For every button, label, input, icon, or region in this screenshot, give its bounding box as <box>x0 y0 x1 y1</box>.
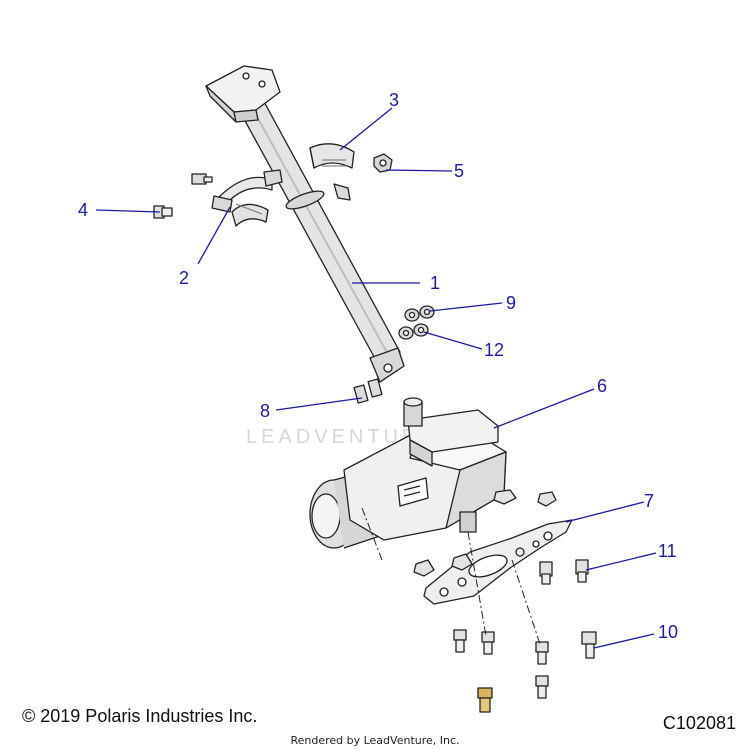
callout-5[interactable]: 5 <box>454 161 465 181</box>
bolt <box>353 378 383 404</box>
washer <box>404 305 435 322</box>
callout-11[interactable]: 11 <box>658 541 677 561</box>
bolt <box>191 173 213 185</box>
leader-lines <box>95 107 657 649</box>
nut <box>373 153 393 173</box>
mounting-bracket-plate <box>423 519 573 605</box>
copyright-text: © 2019 Polaris Industries Inc. <box>22 706 258 726</box>
callout-1[interactable]: 1 <box>430 273 441 293</box>
washer <box>398 323 429 340</box>
clamp-bracket-upper <box>309 143 355 201</box>
steering-column-tube <box>205 65 405 383</box>
clamp-bracket <box>211 169 283 227</box>
callout-4[interactable]: 4 <box>78 200 89 220</box>
rendered-by-text: Rendered by LeadVenture, Inc. <box>290 734 460 747</box>
callout-6[interactable]: 6 <box>597 376 608 396</box>
power-steering-unit <box>309 397 557 549</box>
assembly-center-lines <box>361 507 541 645</box>
flange-bolt <box>413 553 589 585</box>
drawing-id: C102081 <box>662 713 736 733</box>
callout-10[interactable]: 10 <box>658 622 679 642</box>
callout-3[interactable]: 3 <box>389 90 400 110</box>
watermark-text: LEADVENTURE <box>246 426 438 448</box>
flange-bolt <box>453 629 597 713</box>
callout-12[interactable]: 12 <box>484 340 505 360</box>
callout-8[interactable]: 8 <box>260 401 271 421</box>
callout-7[interactable]: 7 <box>644 491 655 511</box>
callout-9[interactable]: 9 <box>506 293 517 313</box>
callout-2[interactable]: 2 <box>179 268 190 288</box>
